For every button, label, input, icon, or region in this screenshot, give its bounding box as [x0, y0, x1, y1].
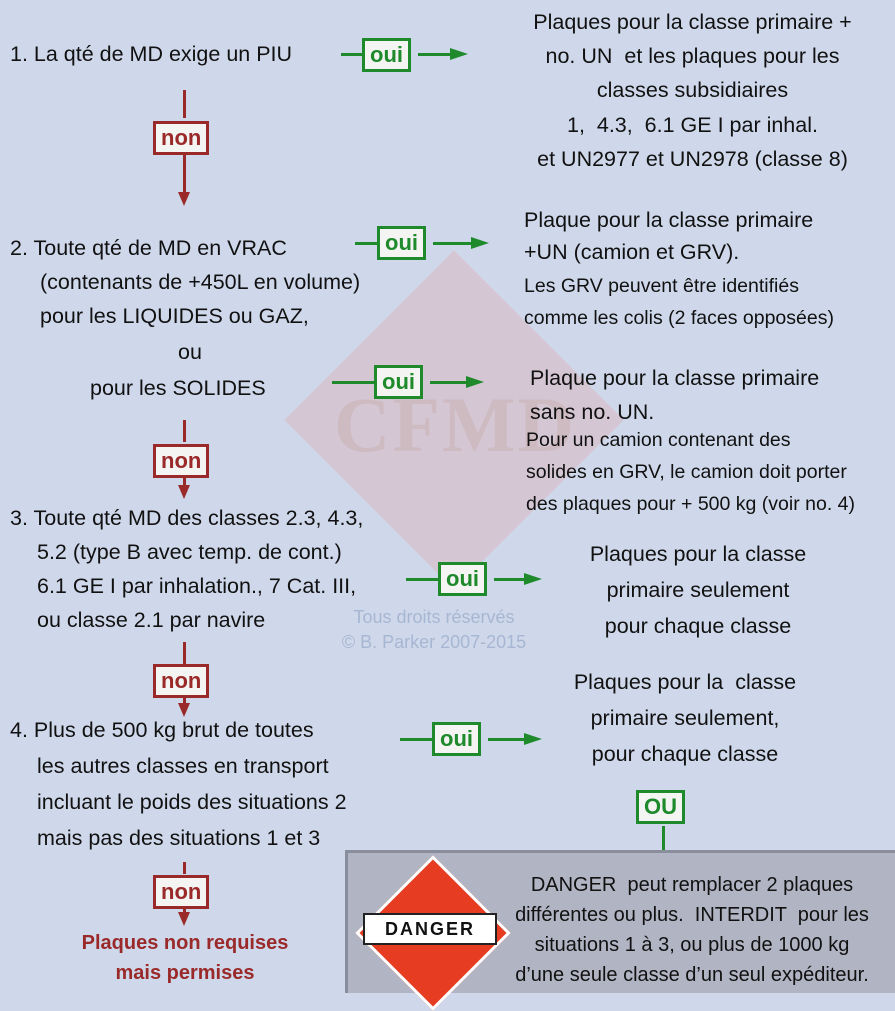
step4-result-l3: pour chaque classe	[591, 742, 779, 766]
step4-question-l4: mais pas des situations 1 et 3	[37, 826, 321, 850]
final-line2: mais permises	[115, 962, 255, 984]
step4-question-l2: les autres classes en transport	[37, 754, 329, 778]
step2a-oui-box: oui	[377, 226, 426, 260]
step1-result-l4: 1, 4.3, 6.1 GE I par inhal.	[567, 113, 818, 137]
step1-result-l1: Plaques pour la classe primaire +	[533, 10, 852, 34]
non1-arrow-head	[178, 192, 190, 206]
step1-oui-box: oui	[362, 38, 411, 72]
non3-line-top	[183, 642, 186, 664]
copyright-line2: © B. Parker 2007-2015	[341, 632, 527, 652]
step2b-oui-box: oui	[374, 365, 423, 399]
step2-question-l1: 2. Toute qté de MD en VRAC	[10, 236, 287, 260]
step4-arrow-head	[524, 733, 542, 745]
step4-question-l1: 4. Plus de 500 kg brut de toutes	[10, 718, 314, 742]
step2b-result-l5: des plaques pour + 500 kg (voir no. 4)	[526, 493, 855, 515]
step4-question-l3: incluant le poids des situations 2	[37, 790, 347, 814]
step3-oui-box: oui	[438, 562, 487, 596]
step3-connector	[406, 578, 438, 581]
step4-result-l1: Plaques pour la classe	[573, 670, 797, 694]
step4-connector	[400, 738, 432, 741]
step4-arrow-line	[488, 738, 524, 741]
step1-arrow-line	[418, 53, 450, 56]
non3-line-bottom	[183, 697, 186, 705]
non2-line-top	[183, 420, 186, 442]
step3-result-l3: pour chaque classe	[604, 614, 792, 638]
step1-connector	[341, 53, 363, 56]
step4-oui-box: oui	[432, 722, 481, 756]
step3-arrow-head	[524, 573, 542, 585]
step3-result-l2: primaire seulement	[606, 578, 790, 602]
step2a-connector	[355, 242, 377, 245]
danger-text-l2: différentes ou plus. INTERDIT pour les	[515, 904, 869, 926]
step2b-result-l4: solides en GRV, le camion doit porter	[526, 461, 847, 483]
danger-text-l4: d’une seule classe d’un seul expéditeur.	[515, 964, 869, 986]
step2b-connector	[332, 381, 374, 384]
non4-arrow-head	[178, 912, 190, 926]
step2a-arrow-head	[471, 237, 489, 249]
non4-line-top	[183, 862, 186, 874]
non4-box: non	[153, 875, 210, 909]
non3-arrow-head	[178, 703, 190, 717]
step2a-arrow-line	[433, 242, 471, 245]
watermark-logo: CFMD	[334, 381, 576, 468]
non1-box: non	[153, 121, 210, 155]
step2-question-l3: pour les LIQUIDES ou GAZ,	[40, 304, 309, 328]
step1-result-l5: et UN2977 et UN2978 (classe 8)	[537, 147, 848, 171]
non2-line-bottom	[183, 477, 186, 487]
step1-arrow-head	[450, 48, 468, 60]
step2a-result-l1: Plaque pour la classe primaire	[524, 208, 814, 232]
step4-result-l2: primaire seulement,	[590, 706, 780, 730]
step3-arrow-line	[494, 578, 524, 581]
step2b-result-l3: Pour un camion contenant des	[526, 429, 791, 451]
step1-result-l2: no. UN et les plaques pour les	[545, 44, 840, 68]
danger-placard-label: DANGER	[363, 913, 497, 945]
copyright-line1: Tous droits réservés	[353, 607, 515, 627]
step2b-result-l1: Plaque pour la classe primaire	[530, 366, 820, 390]
non1-line-top	[183, 90, 186, 118]
step1-question: 1. La qté de MD exige un PIU	[10, 42, 293, 66]
danger-text-l3: situations 1 à 3, ou plus de 1000 kg	[534, 934, 850, 956]
step2b-arrow-line	[430, 381, 466, 384]
step2-question-l5: pour les SOLIDES	[90, 376, 266, 400]
non1-line-bottom	[183, 155, 186, 195]
step2b-result-l2: sans no. UN.	[530, 400, 655, 424]
non2-arrow-head	[178, 485, 190, 499]
step1-result-l3: classes subsidiaires	[596, 78, 789, 102]
step3-question-l4: ou classe 2.1 par navire	[37, 608, 266, 632]
step3-question-l2: 5.2 (type B avec temp. de cont.)	[37, 540, 342, 564]
danger-text-l1: DANGER peut remplacer 2 plaques	[530, 874, 854, 896]
step2-question-l4: ou	[178, 340, 202, 364]
step3-question-l1: 3. Toute qté MD des classes 2.3, 4.3,	[10, 506, 364, 530]
step2b-arrow-head	[466, 376, 484, 388]
step3-question-l3: 6.1 GE I par inhalation., 7 Cat. III,	[37, 574, 357, 598]
ou-line	[662, 826, 665, 862]
step2a-result-l2: +UN (camion et GRV).	[524, 240, 740, 264]
step3-result-l1: Plaques pour la classe	[589, 542, 807, 566]
step2a-result-l4: comme les colis (2 faces opposées)	[524, 307, 834, 329]
non2-box: non	[153, 444, 210, 478]
final-line1: Plaques non requises	[81, 932, 289, 954]
non4-line-bottom	[183, 908, 186, 914]
ou-box: OU	[636, 790, 685, 824]
step2-question-l2: (contenants de +450L en volume)	[40, 270, 361, 294]
non3-box: non	[153, 664, 210, 698]
step2a-result-l3: Les GRV peuvent être identifiés	[524, 275, 799, 297]
